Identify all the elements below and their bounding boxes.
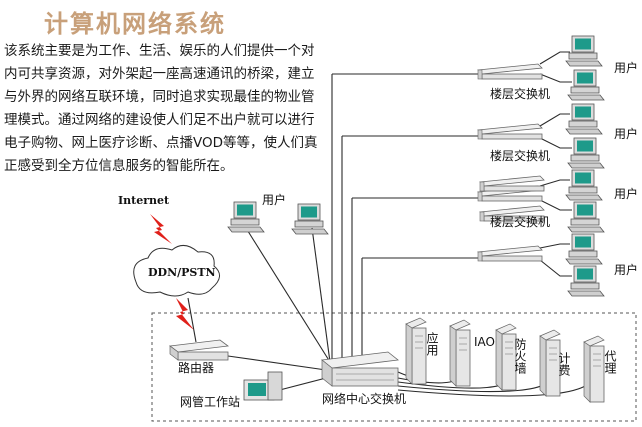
intro-line: 该系统主要是为工作、生活、娱乐的人们提供一个对 xyxy=(4,43,315,59)
server-label-firewall: 防火墙 xyxy=(513,337,527,375)
user-pc-icon xyxy=(565,233,603,265)
router-icon xyxy=(168,339,230,361)
floor-switch-icon xyxy=(479,175,545,192)
floor-switch-icon xyxy=(477,245,543,262)
core-switch-label: 网络中心交换机 xyxy=(322,391,406,406)
floor-switch-label: 楼层交换机 xyxy=(490,86,550,101)
user-label: 用户 xyxy=(614,126,638,141)
intro-line: 正感受到全方位信息服务的智能所在。 xyxy=(4,158,234,174)
user-pc-icon xyxy=(567,265,605,297)
server-icon xyxy=(405,317,427,385)
ddn-pstn-label: DDN/PSTN xyxy=(148,266,216,279)
mgmt-workstation-label: 网管工作站 xyxy=(180,394,240,409)
internet-label: Internet xyxy=(118,194,170,207)
intro-line: 理模式。通过网络的建设使人们足不出户就可以进行 xyxy=(4,112,315,128)
user-pc-icon xyxy=(565,169,603,201)
workstation-icon xyxy=(243,371,283,401)
user-pc-icon xyxy=(291,203,329,235)
server-label-app: 应用 xyxy=(425,331,439,357)
user-pc-icon xyxy=(227,201,265,233)
floor-switch-icon xyxy=(477,123,543,140)
intro-line: 与外界的网络互联环境，同时追求实现最佳的物业管 xyxy=(4,89,315,105)
user-label: 用户 xyxy=(614,186,638,201)
user-pc-icon xyxy=(565,35,603,67)
floor-switch-label: 楼层交换机 xyxy=(490,214,550,229)
floor-switch-icon xyxy=(477,63,543,80)
intro-line: 内可共享资源，对外架起一座高速通讯的桥梁，建立 xyxy=(4,66,315,82)
intro-paragraph: 该系统主要是为工作、生活、娱乐的人们提供一个对 内可共享资源，对外架起一座高速通… xyxy=(4,40,344,178)
server-label-billing: 计费 xyxy=(557,352,571,376)
network-center-box xyxy=(151,312,637,422)
router-label: 路由器 xyxy=(178,360,214,375)
user-pc-icon xyxy=(567,137,605,169)
user-pc-icon xyxy=(567,69,605,101)
server-label-iao: IAO xyxy=(474,335,495,349)
user-label: 用户 xyxy=(614,60,638,75)
page-title: 计算机网络系统 xyxy=(44,9,226,38)
server-label-proxy: 代理 xyxy=(603,350,617,374)
cloud-icon xyxy=(133,245,220,297)
user-label: 用户 xyxy=(614,262,638,277)
server-icon xyxy=(583,335,605,403)
core-switch-icon xyxy=(321,351,399,387)
user-pc-icon xyxy=(567,201,605,233)
user-label: 用户 xyxy=(262,192,286,207)
lightning-icon xyxy=(176,298,194,330)
lightning-icon xyxy=(150,214,172,244)
intro-line: 电子购物、网上医疗诊断、点播VOD等等，使人们真 xyxy=(4,135,318,151)
user-pc-icon xyxy=(565,103,603,135)
floor-switch-label: 楼层交换机 xyxy=(490,148,550,163)
server-icon xyxy=(449,319,471,387)
